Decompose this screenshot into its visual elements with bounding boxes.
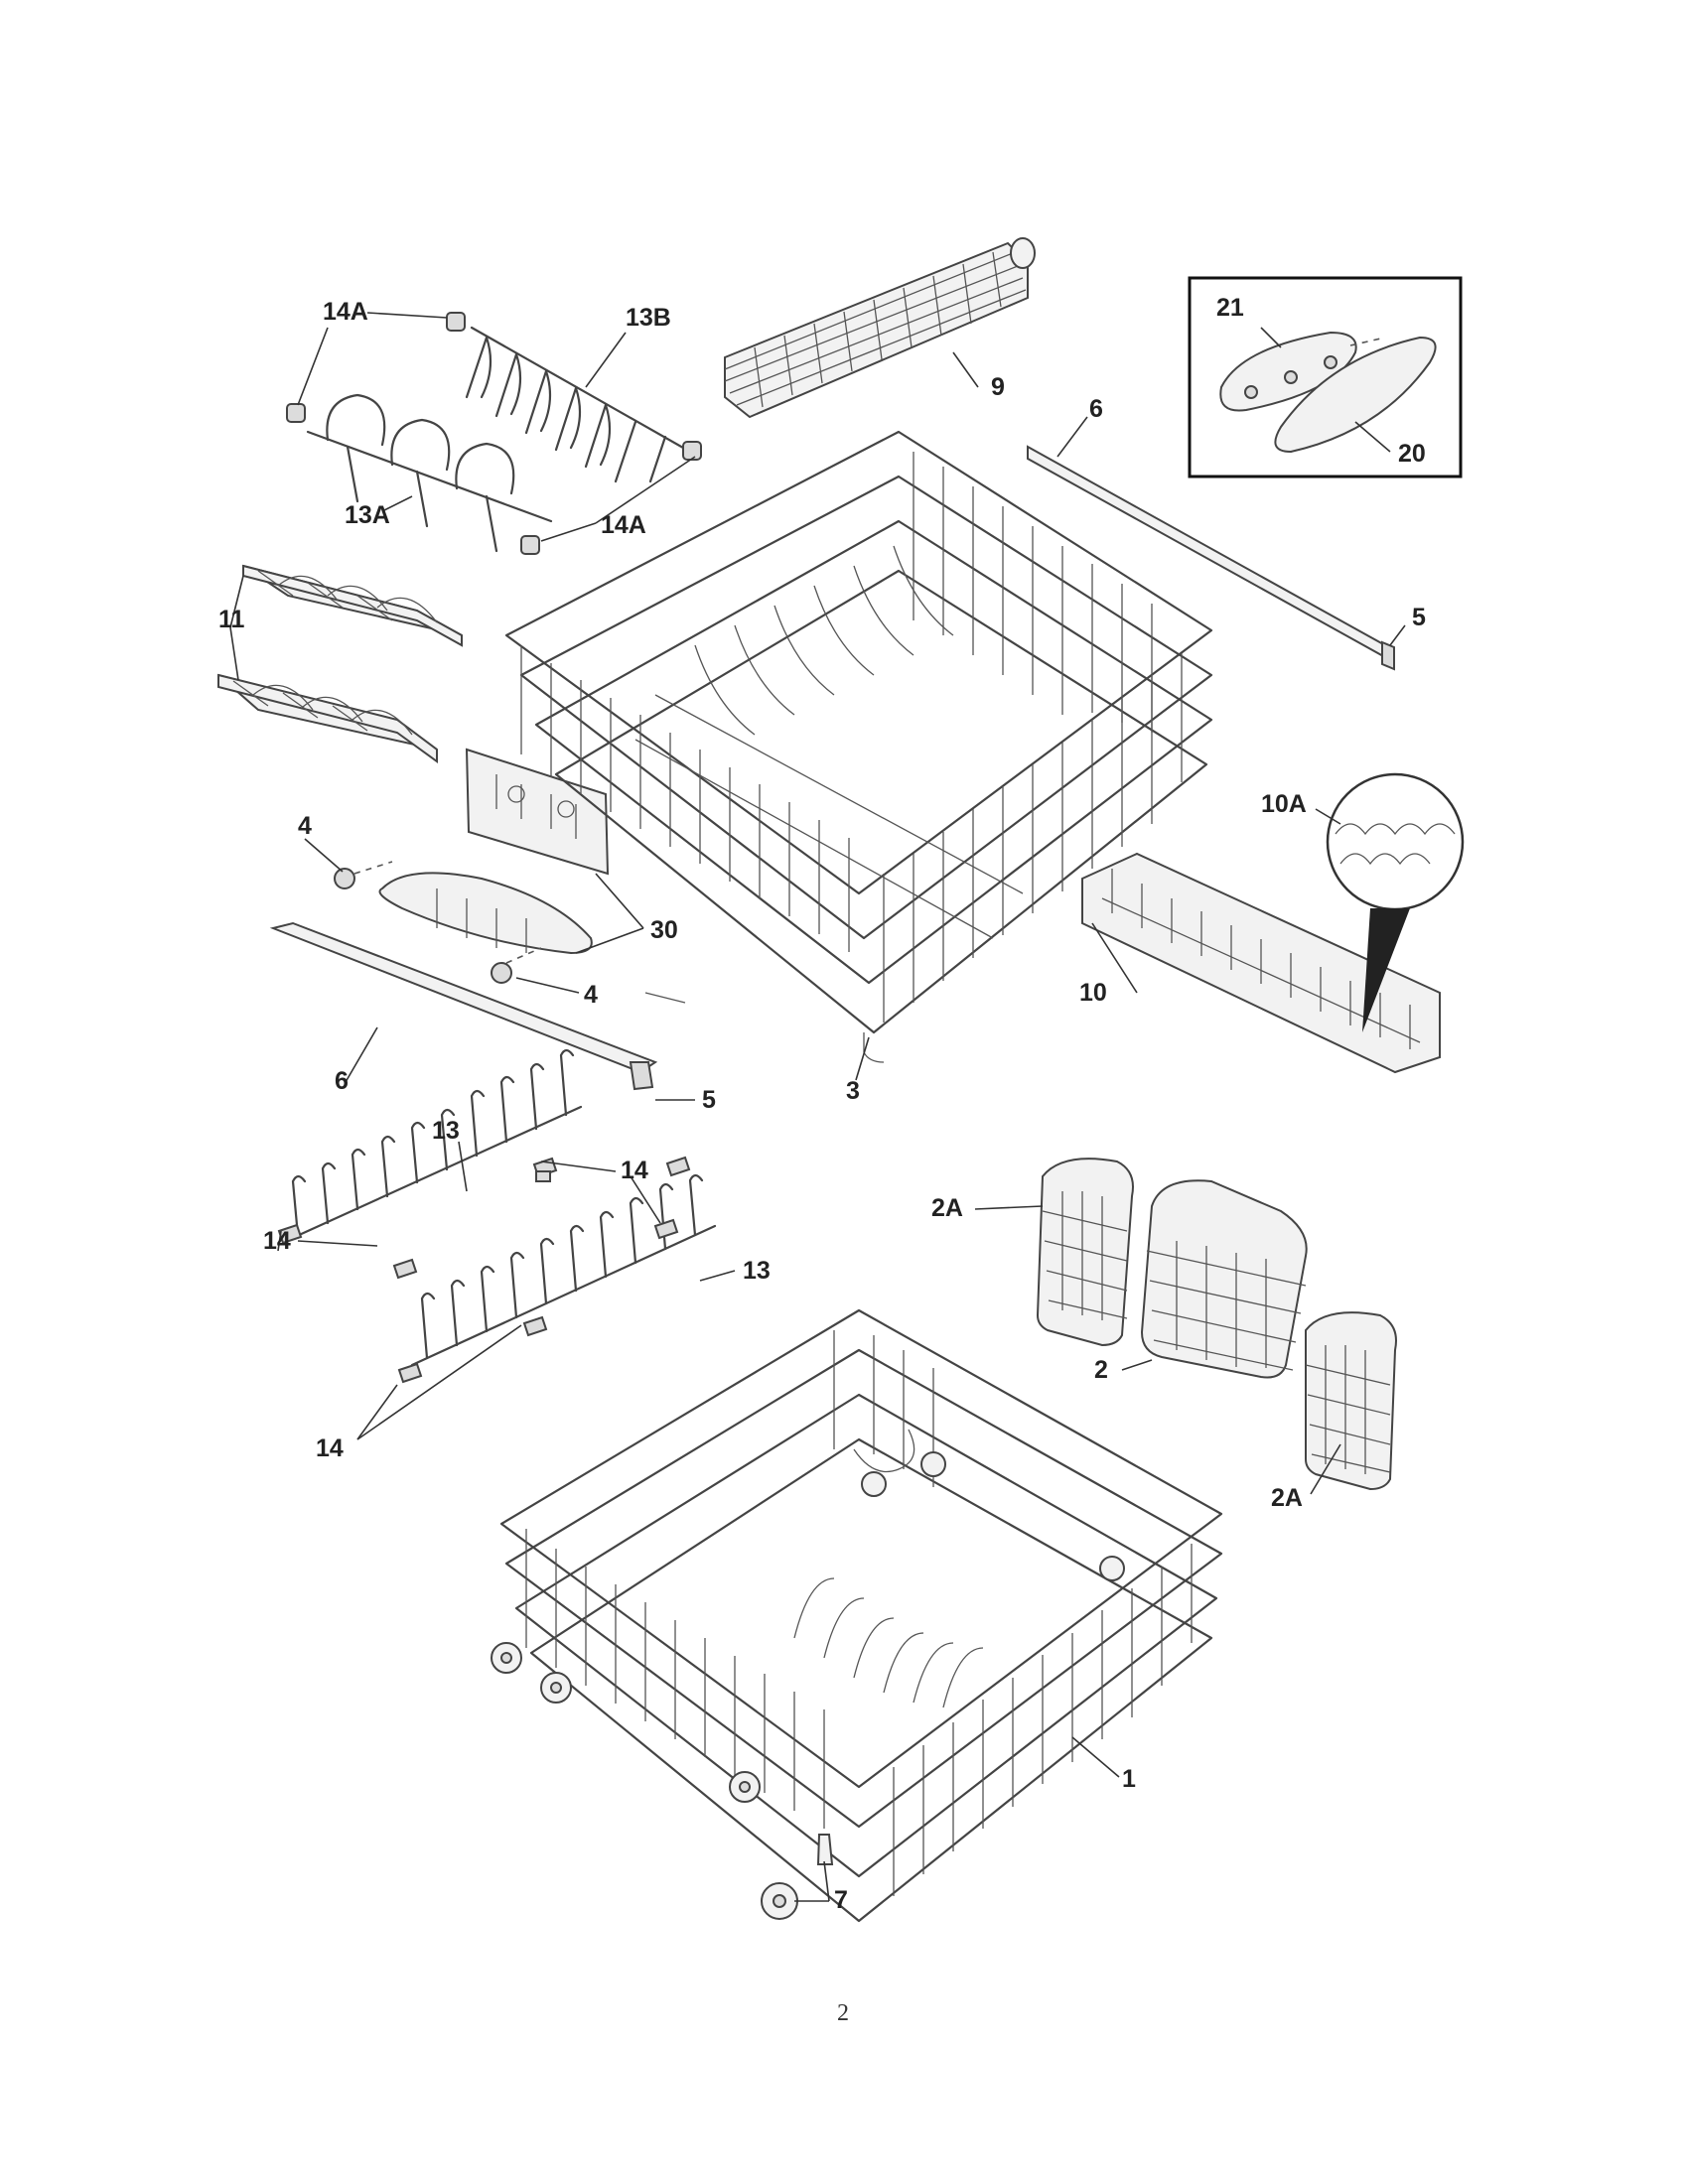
callout-4-top: 4: [298, 812, 312, 840]
basket-2a-upper: [1036, 1158, 1134, 1347]
wheel: [920, 1451, 946, 1477]
clip-14-g: [392, 1258, 418, 1280]
insert-11-upper: [242, 564, 463, 647]
callout-10a: 10A: [1261, 790, 1307, 818]
callout-3: 3: [846, 1077, 860, 1105]
clip-14-d: [653, 1218, 679, 1240]
wheel: [491, 1642, 522, 1674]
callout-14a-top: 14A: [323, 298, 368, 326]
callout-2a-bottom: 2A: [1271, 1484, 1303, 1512]
callout-13b: 13B: [626, 304, 671, 332]
tine-row-13a: [306, 393, 553, 553]
part-20: [1274, 336, 1437, 454]
wheel: [729, 1771, 761, 1803]
clip-14a-1: [446, 312, 466, 332]
knob-4-upper: [334, 861, 393, 889]
clip-14-h: [665, 1156, 691, 1177]
clip-14a-2: [286, 403, 306, 423]
wheel: [1099, 1556, 1125, 1581]
bracket-30-upper: [465, 748, 610, 876]
callout-6-left: 6: [335, 1067, 349, 1095]
callout-13-right: 13: [743, 1257, 771, 1285]
tine-row-13b: [465, 326, 692, 483]
rail-6-left: [269, 921, 658, 1091]
callout-14-top: 14: [621, 1157, 648, 1184]
tine-row-13-lower: [410, 1173, 717, 1367]
callout-14a-mid: 14A: [601, 511, 646, 539]
wheel-7: [761, 1834, 834, 1920]
callout-7: 7: [834, 1886, 848, 1914]
clip-14-e: [522, 1315, 548, 1337]
callout-5-right: 5: [1412, 604, 1426, 631]
bracket-30-lower: [378, 872, 593, 955]
callout-13a: 13A: [345, 501, 390, 529]
insert-11-lower: [217, 673, 438, 763]
clip-14-f: [397, 1362, 423, 1384]
callout-30: 30: [650, 916, 678, 944]
callout-5-left: 5: [702, 1086, 716, 1114]
callout-4-bottom: 4: [584, 981, 598, 1009]
callout-9: 9: [991, 373, 1005, 401]
basket-9: [724, 237, 1036, 419]
rail-6-top: [1027, 445, 1395, 671]
upper-rack-3: [504, 430, 1213, 1063]
tine-row-13-upper: [284, 1048, 583, 1243]
wheel: [861, 1471, 887, 1497]
knob-4-lower: [491, 947, 542, 984]
callout-13-top: 13: [432, 1117, 460, 1145]
callout-21: 21: [1216, 294, 1244, 322]
callout-6-top: 6: [1089, 395, 1103, 423]
callout-labels: 14A 13B 13A 14A 9 6 21 20 5 11 10A 4 30 …: [218, 294, 1426, 1914]
leader-lines: [229, 312, 1406, 1902]
clip-14-c: [277, 1223, 303, 1245]
clip-14a-4: [520, 535, 540, 555]
callout-14-bottom: 14: [316, 1434, 344, 1462]
lower-rack-1: [491, 1308, 1223, 1923]
detail-10a: [1326, 772, 1465, 1032]
clip-14-b: [535, 1170, 551, 1182]
callout-20: 20: [1398, 440, 1426, 468]
basket-2: [1140, 1179, 1308, 1379]
callout-10: 10: [1079, 979, 1107, 1007]
clip-14a-3: [682, 441, 702, 461]
inset-box: [1188, 276, 1463, 478]
callout-2: 2: [1094, 1356, 1108, 1384]
callout-1: 1: [1122, 1765, 1136, 1793]
page-number: 2: [837, 2000, 849, 2026]
callout-14-left: 14: [263, 1227, 291, 1255]
shelf-10: [1081, 852, 1441, 1074]
callout-2a-top: 2A: [931, 1194, 963, 1222]
callout-11: 11: [218, 606, 245, 633]
wheel: [540, 1672, 572, 1704]
basket-2a-lower: [1305, 1311, 1397, 1491]
